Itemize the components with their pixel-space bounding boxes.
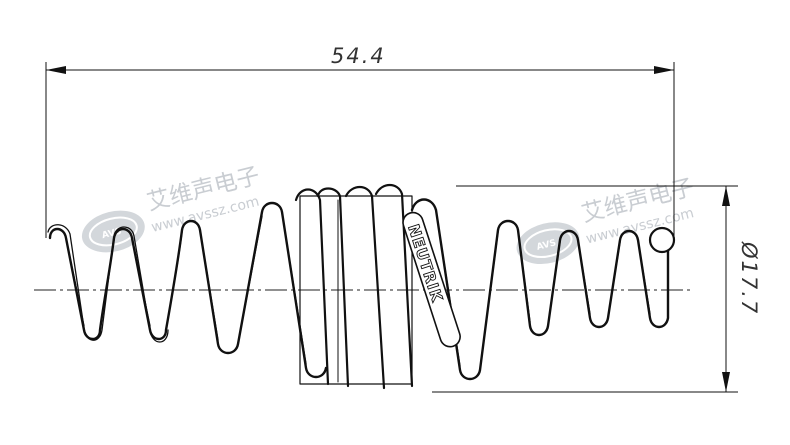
diameter-dimension-label: Ø17.7 — [737, 241, 761, 315]
coil-middle — [294, 183, 414, 390]
length-dimension — [45, 62, 675, 238]
diameter-dimension — [432, 185, 738, 393]
length-dimension-label: 54.4 — [331, 44, 386, 68]
coil-right-inner — [435, 209, 651, 371]
spring-coils — [47, 183, 676, 390]
spring-end — [648, 226, 676, 254]
watermark-logo-text: AVS — [536, 238, 558, 252]
coil-left-inner — [65, 211, 307, 365]
avs-logo-icon — [81, 210, 145, 253]
watermark-left: AVS 艾维声电子 www.avssz.com — [81, 163, 262, 253]
